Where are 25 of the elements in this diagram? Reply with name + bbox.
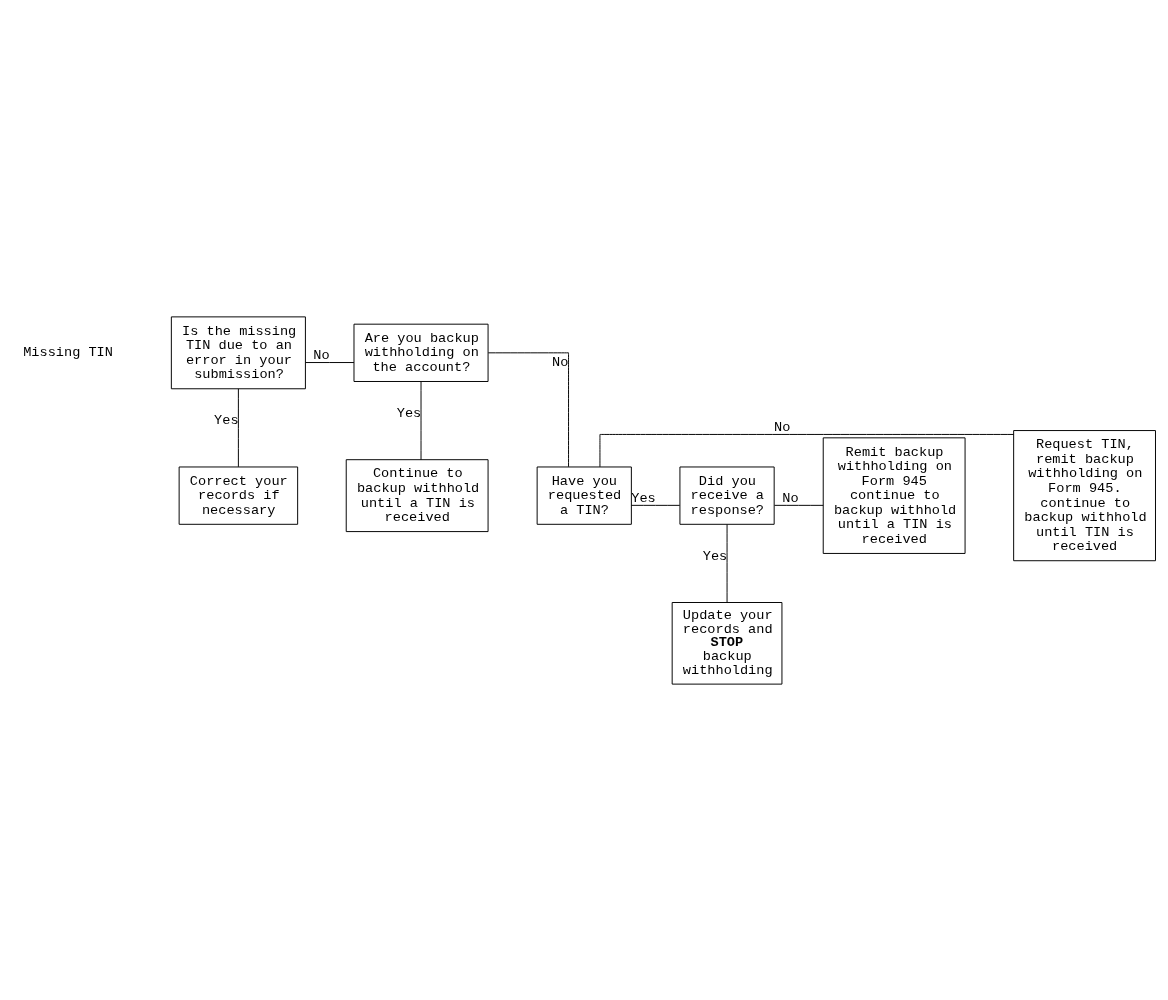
connector: [774, 504, 824, 506]
label: Missing TIN: [23, 344, 113, 360]
connector: [726, 523, 728, 603]
edge-label: No: [552, 354, 569, 370]
edge-label: No: [313, 347, 330, 363]
node-box: Have you requested a TIN?: [536, 466, 632, 525]
connector: [237, 387, 239, 467]
edge-label: No: [774, 419, 791, 435]
connector: [599, 433, 1015, 467]
edge-label: Yes: [214, 412, 239, 428]
edge-label: Yes: [396, 405, 422, 421]
connector: [630, 504, 681, 506]
node-box: Are you backup withholding on the account?: [353, 323, 489, 382]
node-box: Update your records and STOP backup withholding: [671, 601, 783, 685]
connector: [420, 380, 422, 460]
node-box: Is the missing TIN due to an error in your submission?: [170, 315, 306, 389]
node-box: Did you receive a response?: [679, 466, 775, 525]
connector: [305, 361, 355, 363]
node-box: Request TIN, remit backup withholding on Form 945. continue to backup withhold until TIN is received: [1013, 429, 1156, 561]
node-box: Continue to backup withhold until a TIN is received: [345, 458, 489, 532]
node-box: Correct your records if necessary: [178, 466, 299, 525]
node-box: Remit backup withholding on Form 945 continue to backup withhold until a TIN is received: [822, 436, 966, 554]
edge-label: Yes: [702, 548, 728, 564]
connector: [487, 351, 569, 467]
edge-label: No: [782, 490, 799, 506]
